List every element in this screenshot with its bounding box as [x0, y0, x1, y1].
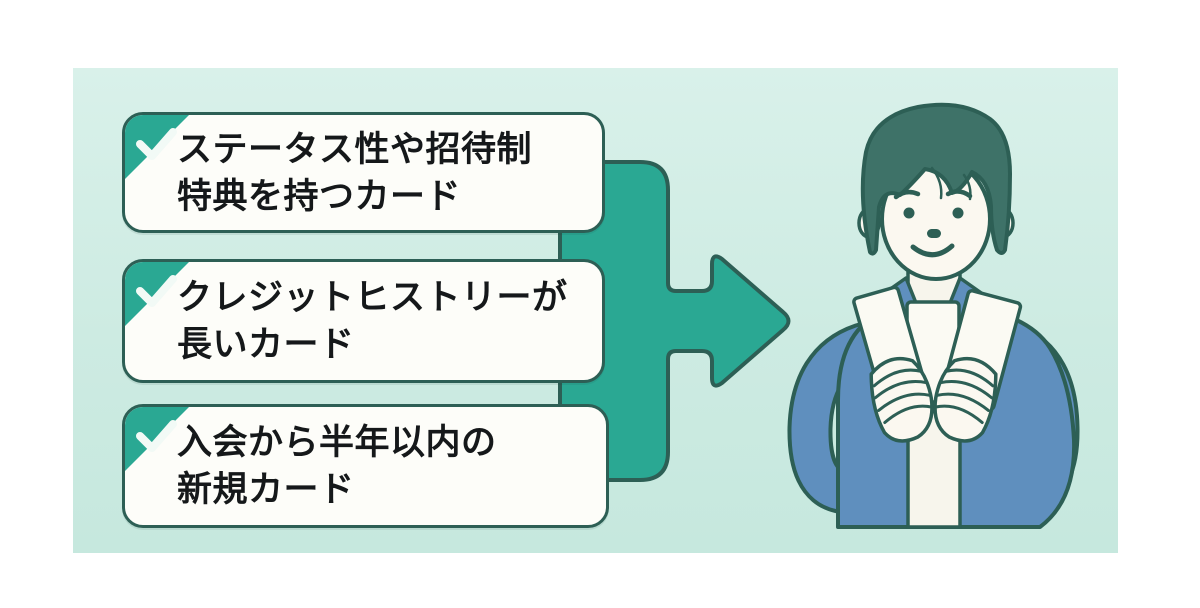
checkmark-icon [136, 275, 177, 307]
checklist-card-2: クレジットヒストリーが 長いカード [122, 259, 605, 383]
line: 長いカード [177, 325, 355, 364]
line: 特典を持つカード [177, 176, 462, 216]
flow-arrow [558, 160, 791, 482]
check-corner-2 [125, 262, 189, 326]
person-eyes [903, 207, 964, 219]
checklist-card-3: 入会から半年以内の 新規カード [122, 404, 609, 528]
person-illustration [787, 102, 1080, 529]
checklist-card-1-text: ステータス性や招待制 特典を持つカード [177, 126, 532, 220]
check-corner-3 [125, 407, 189, 471]
person-hand-left [869, 356, 934, 443]
person-hand-right [933, 356, 998, 443]
line: ステータス性や招待制 [177, 129, 533, 169]
person-mouth [910, 243, 955, 258]
person-nose [927, 229, 941, 238]
checklist-card-3-text: 入会から半年以内の 新規カード [177, 419, 497, 513]
person-eyebrows [893, 189, 973, 200]
line: クレジットヒストリーが [177, 278, 568, 317]
line: 入会から半年以内の [177, 423, 497, 462]
checklist-card-1: ステータス性や招待制 特典を持つカード [122, 112, 605, 233]
checkmark-icon [136, 420, 177, 452]
line: 新規カード [177, 470, 355, 509]
flow-arrow-shape [558, 160, 791, 482]
checklist-card-2-text: クレジットヒストリーが 長いカード [177, 274, 568, 368]
person-head [857, 102, 1015, 281]
checkmark-icon [136, 128, 177, 160]
check-corner-1 [125, 115, 189, 179]
